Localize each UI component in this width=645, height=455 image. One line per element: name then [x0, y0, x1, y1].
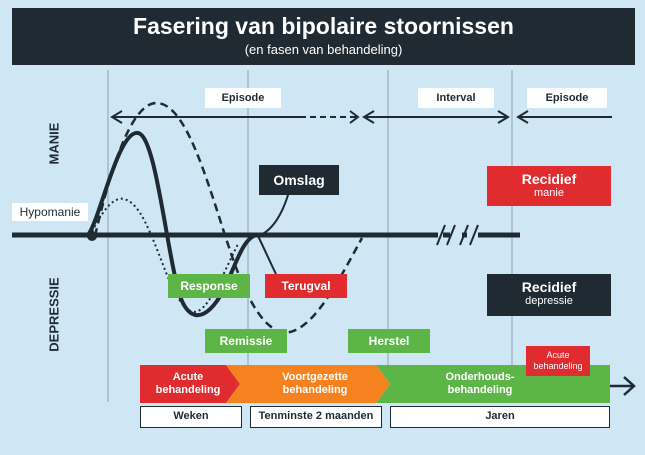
remissie-box: Remissie	[205, 329, 287, 353]
recidief-acute-box: Acute behandeling	[526, 346, 590, 376]
arrow-head	[362, 110, 375, 124]
recidief-manie-sub: manie	[534, 187, 564, 199]
acute-segment	[140, 365, 240, 403]
herstel-box: Herstel	[348, 329, 430, 353]
phase-interval: Interval	[418, 88, 494, 108]
recidief-manie-title: Recidief	[521, 171, 577, 187]
arrow-head	[516, 110, 529, 124]
dashed-curve	[93, 101, 364, 334]
treatment-arrow	[610, 376, 636, 396]
page-title: Fasering van bipolaire stoornissen	[133, 13, 514, 39]
start-point	[87, 231, 97, 241]
phase-episode-1: Episode	[205, 88, 281, 108]
treatment-bar	[140, 365, 610, 403]
page-subtitle: (en fasen van behandeling)	[244, 42, 403, 57]
recidief-depressie-title: Recidief	[521, 279, 577, 295]
terugval-box: Terugval	[265, 274, 347, 298]
recidief-depressie-sub: depressie	[525, 295, 573, 307]
arrow-head	[349, 110, 360, 124]
arrow-head	[110, 110, 123, 124]
axis-label-manie: MANIE	[46, 122, 62, 165]
onderhouds-label: Onderhouds- behandeling	[445, 371, 515, 396]
omslag-curve	[257, 187, 291, 237]
voortgezette-label: Voortgezette behandeling	[282, 371, 348, 396]
recidief-manie-box: Recidief manie	[487, 166, 611, 206]
axis-break	[436, 224, 479, 246]
hypomania-label: Hypomanie	[12, 203, 88, 221]
duration-minimum: Tenminste 2 maanden	[250, 406, 382, 428]
terugval-curve	[257, 235, 277, 275]
acute-label: Acute behandeling	[155, 371, 221, 396]
header: Fasering van bipolaire stoornissen (en f…	[12, 8, 635, 65]
omslag-box: Omslag	[259, 165, 339, 195]
voortgezette-segment	[226, 365, 390, 403]
axis-label-depressie: DEPRESSIE	[46, 277, 62, 352]
duration-jaren: Jaren	[390, 406, 610, 428]
arrow-head	[497, 110, 510, 124]
phase-arrows	[110, 110, 612, 124]
duration-weken: Weken	[140, 406, 242, 428]
response-box: Response	[168, 274, 250, 298]
phase-episode-2: Episode	[527, 88, 607, 108]
recidief-depressie-box: Recidief depressie	[487, 274, 611, 316]
